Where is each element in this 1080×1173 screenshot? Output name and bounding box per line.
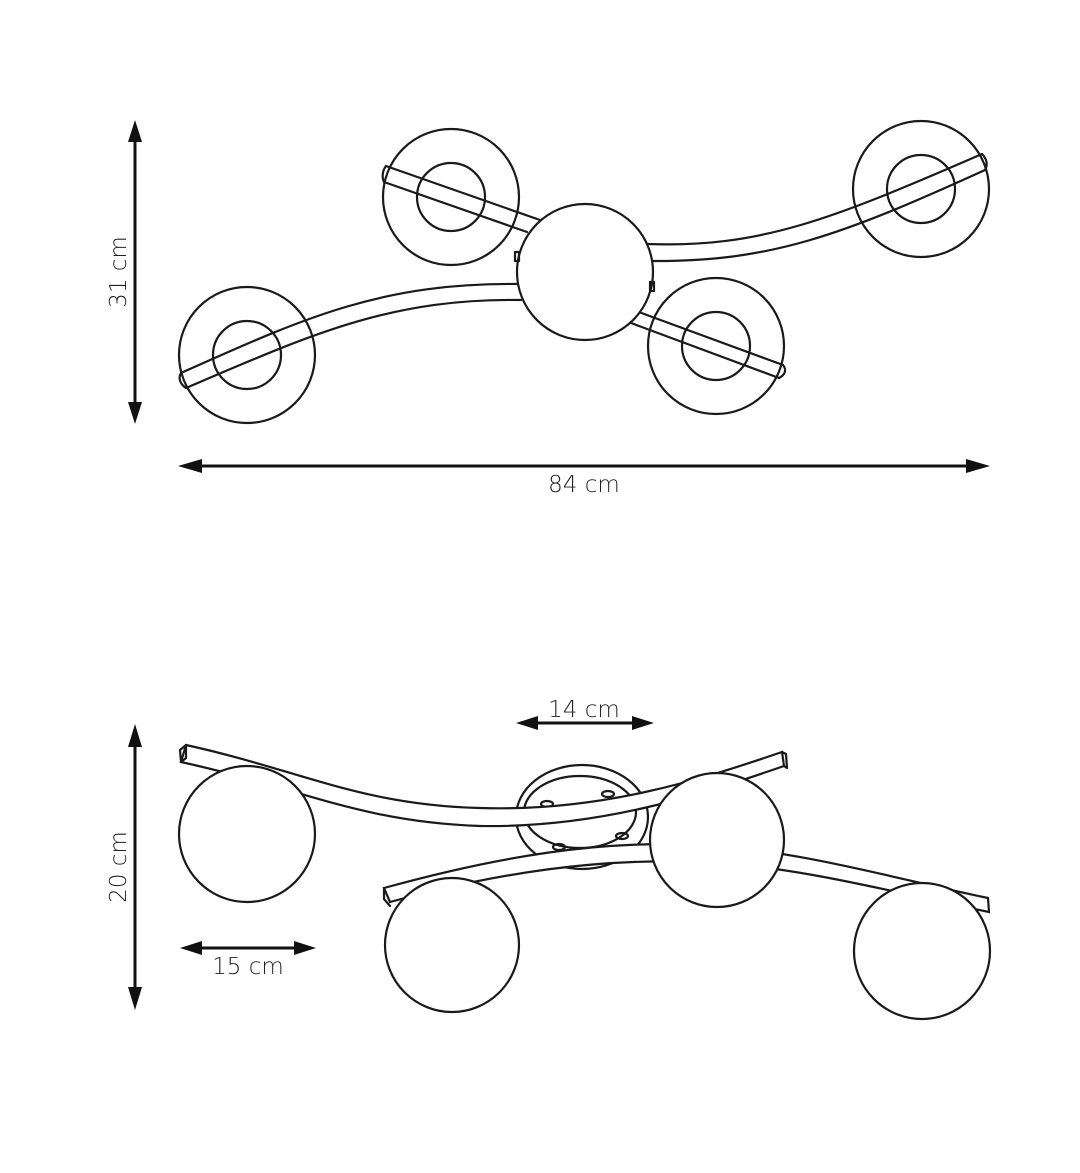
shade-upper-right — [851, 119, 991, 259]
label-84cm: 84 cm — [548, 472, 620, 498]
dimension-width-top: 84 cm — [178, 459, 990, 498]
shade-upper-left — [381, 127, 521, 267]
side-globe-center-right — [648, 771, 786, 909]
label-20cm: 20 cm — [106, 831, 132, 903]
label-15cm: 15 cm — [212, 954, 284, 980]
side-arm-back — [178, 743, 789, 828]
dimension-height-side: 20 cm — [106, 724, 142, 1010]
side-arm-front — [382, 843, 991, 914]
side-view: 20 cm 14 cm 15 cm — [106, 697, 992, 1021]
side-globe-left-back — [177, 764, 317, 904]
arm-upper — [381, 152, 988, 263]
center-globe — [515, 202, 655, 342]
arm-lower — [178, 282, 787, 390]
label-31cm: 31 cm — [106, 236, 132, 308]
label-14cm: 14 cm — [548, 697, 620, 723]
dimension-base-width: 14 cm — [516, 697, 654, 730]
shade-lower-right — [646, 276, 786, 416]
side-globe-front-right — [852, 881, 992, 1021]
shade-lower-left — [177, 285, 317, 425]
dimension-shade-width: 15 cm — [180, 941, 316, 980]
dimension-height-top: 31 cm — [106, 120, 142, 424]
side-globe-front-left — [383, 876, 521, 1014]
top-view: 31 cm 84 cm — [106, 119, 991, 498]
